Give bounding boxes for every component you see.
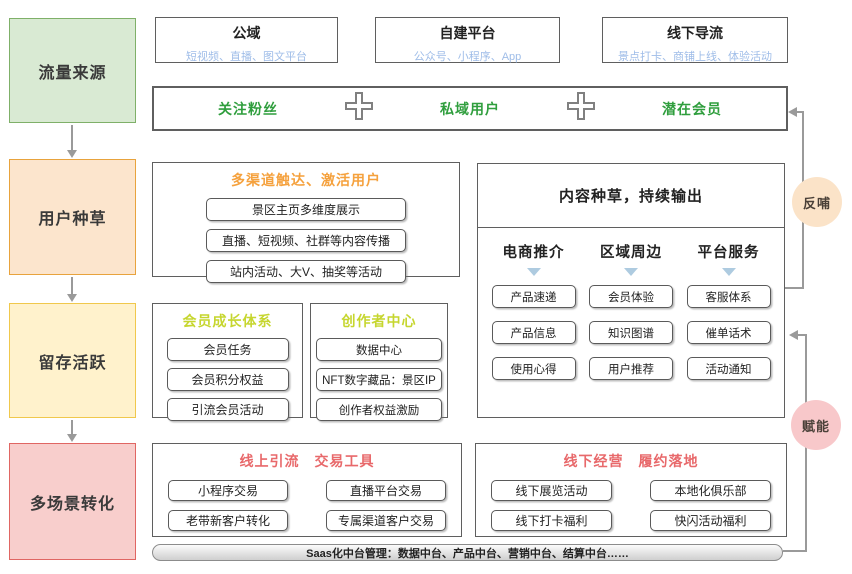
content-item: 用户推荐 xyxy=(589,357,673,380)
panel-title: 会员成长体系 xyxy=(182,313,273,329)
panel-title: 线上引流 交易工具 xyxy=(239,453,375,469)
column-header: 电商推介 xyxy=(502,245,565,261)
stage-traffic-source: 流量来源 xyxy=(9,18,136,123)
source-subtitle: 短视频、直播、图文平台 xyxy=(186,51,307,63)
source-box-offline: 线下导流 景点打卡、商铺上线、体验活动 xyxy=(602,17,788,63)
offline-item: 线下打卡福利 xyxy=(491,510,612,531)
reach-item: 景区主页多维度展示 xyxy=(206,198,406,221)
source-title: 公域 xyxy=(232,25,261,41)
triangle-down-icon xyxy=(721,268,736,276)
panel-online-transaction: 线上引流 交易工具 小程序交易 直播平台交易 老带新客户转化 专属渠道客户交易 xyxy=(152,443,462,537)
reach-item: 站内活动、大V、抽奖等活动 xyxy=(206,260,406,283)
panel-title: 创作者中心 xyxy=(341,313,417,329)
panel-offline-operation: 线下经营 履约落地 线下展览活动 本地化俱乐部 线下打卡福利 快闪活动福利 xyxy=(475,443,787,537)
online-item: 老带新客户转化 xyxy=(168,510,288,531)
panel-title: 线下经营 履约落地 xyxy=(563,453,699,469)
user-pool-row: 关注粉丝 私域用户 潜在会员 xyxy=(152,86,788,131)
arrow-left-icon xyxy=(788,107,797,117)
offline-items: 线下展览活动 本地化俱乐部 线下打卡福利 快闪活动福利 xyxy=(476,471,786,531)
arrow-down-icon xyxy=(67,277,77,302)
badge-label: 反哺 xyxy=(802,195,831,211)
panel-title: 内容种草，持续输出 xyxy=(478,164,784,228)
badge-label: 赋能 xyxy=(801,418,830,434)
content-item: 知识图谱 xyxy=(589,321,673,344)
source-subtitle: 公众号、小程序、App xyxy=(413,51,522,63)
content-item: 客服体系 xyxy=(686,285,771,308)
connector-line xyxy=(797,334,805,336)
creator-item: 数据中心 xyxy=(316,338,442,361)
content-item: 使用心得 xyxy=(491,357,576,380)
column-header: 平台服务 xyxy=(697,245,760,261)
panel-content-seeding: 内容种草，持续输出 电商推介 产品速递 产品信息 使用心得 区域周边 会员体验 … xyxy=(477,163,785,418)
reach-item: 直播、短视频、社群等内容传播 xyxy=(206,229,406,252)
content-item: 会员体验 xyxy=(589,285,673,308)
creator-item: 创作者权益激励 xyxy=(316,398,442,421)
triangle-down-icon xyxy=(624,268,638,276)
stage-label: 留存活跃 xyxy=(38,354,107,372)
feedback-badge: 反哺 xyxy=(792,177,842,227)
saas-middle-platform-bar: Saas化中台管理：数据中台、产品中台、营销中台、结算中台…… xyxy=(152,544,783,561)
creator-item: NFT数字藏品：景区IP xyxy=(316,368,442,391)
stage-label: 流量来源 xyxy=(38,64,107,82)
panel-creator-center: 创作者中心 数据中心 NFT数字藏品：景区IP 创作者权益激励 xyxy=(310,303,448,421)
plus-icon xyxy=(342,89,376,128)
source-box-public-domain: 公域 短视频、直播、图文平台 xyxy=(155,17,338,63)
pool-label-fans: 关注粉丝 xyxy=(218,100,278,117)
member-item: 会员任务 xyxy=(166,338,289,361)
source-box-own-platform: 自建平台 公众号、小程序、App xyxy=(375,17,560,63)
offline-item: 快闪活动福利 xyxy=(650,510,771,531)
stage-conversion: 多场景转化 xyxy=(9,443,136,560)
empower-badge: 赋能 xyxy=(791,400,841,450)
offline-item: 线下展览活动 xyxy=(491,480,612,501)
content-column-ecommerce: 电商推介 产品速递 产品信息 使用心得 xyxy=(491,241,576,393)
triangle-down-icon xyxy=(526,268,541,276)
source-subtitle: 景点打卡、商铺上线、体验活动 xyxy=(618,51,772,63)
content-column-regional: 区域周边 会员体验 知识图谱 用户推荐 xyxy=(589,241,673,393)
online-items: 小程序交易 直播平台交易 老带新客户转化 专属渠道客户交易 xyxy=(153,471,461,531)
arrow-down-icon xyxy=(67,420,77,442)
arrow-left-icon xyxy=(789,330,798,340)
stage-label: 用户种草 xyxy=(38,211,107,228)
connector-line xyxy=(785,287,804,289)
online-item: 直播平台交易 xyxy=(326,480,446,501)
saas-bar-label: Saas化中台管理：数据中台、产品中台、营销中台、结算中台…… xyxy=(306,547,629,560)
member-item: 引流会员活动 xyxy=(166,398,289,421)
pool-label-private-users: 私域用户 xyxy=(440,100,500,117)
pool-label-potential-members: 潜在会员 xyxy=(662,100,722,117)
content-item: 活动通知 xyxy=(686,357,771,380)
plus-icon xyxy=(564,89,598,128)
content-columns: 电商推介 产品速递 产品信息 使用心得 区域周边 会员体验 知识图谱 用户推荐 … xyxy=(478,228,784,393)
stage-retention: 留存活跃 xyxy=(9,303,136,418)
connector-line xyxy=(783,550,807,552)
connector-line xyxy=(796,111,803,113)
source-title: 线下导流 xyxy=(667,25,723,41)
offline-item: 本地化俱乐部 xyxy=(650,480,771,501)
online-item: 专属渠道客户交易 xyxy=(326,510,446,531)
content-item: 产品信息 xyxy=(491,321,576,344)
online-item: 小程序交易 xyxy=(168,480,288,501)
source-title: 自建平台 xyxy=(439,25,496,41)
content-item: 催单话术 xyxy=(686,321,771,344)
arrow-down-icon xyxy=(67,125,77,158)
stage-user-seeding: 用户种草 xyxy=(9,159,136,275)
panel-multichannel-reach: 多渠道触达、激活用户 景区主页多维度展示 直播、短视频、社群等内容传播 站内活动… xyxy=(152,162,460,283)
member-item: 会员积分权益 xyxy=(166,368,289,391)
column-header: 区域周边 xyxy=(600,245,662,261)
content-item: 产品速递 xyxy=(491,285,576,308)
panel-title: 多渠道触达、激活用户 xyxy=(231,172,381,188)
panel-member-growth: 会员成长体系 会员任务 会员积分权益 引流会员活动 xyxy=(152,303,303,421)
stage-label: 多场景转化 xyxy=(29,495,115,513)
content-column-platform-service: 平台服务 客服体系 催单话术 活动通知 xyxy=(686,241,771,393)
